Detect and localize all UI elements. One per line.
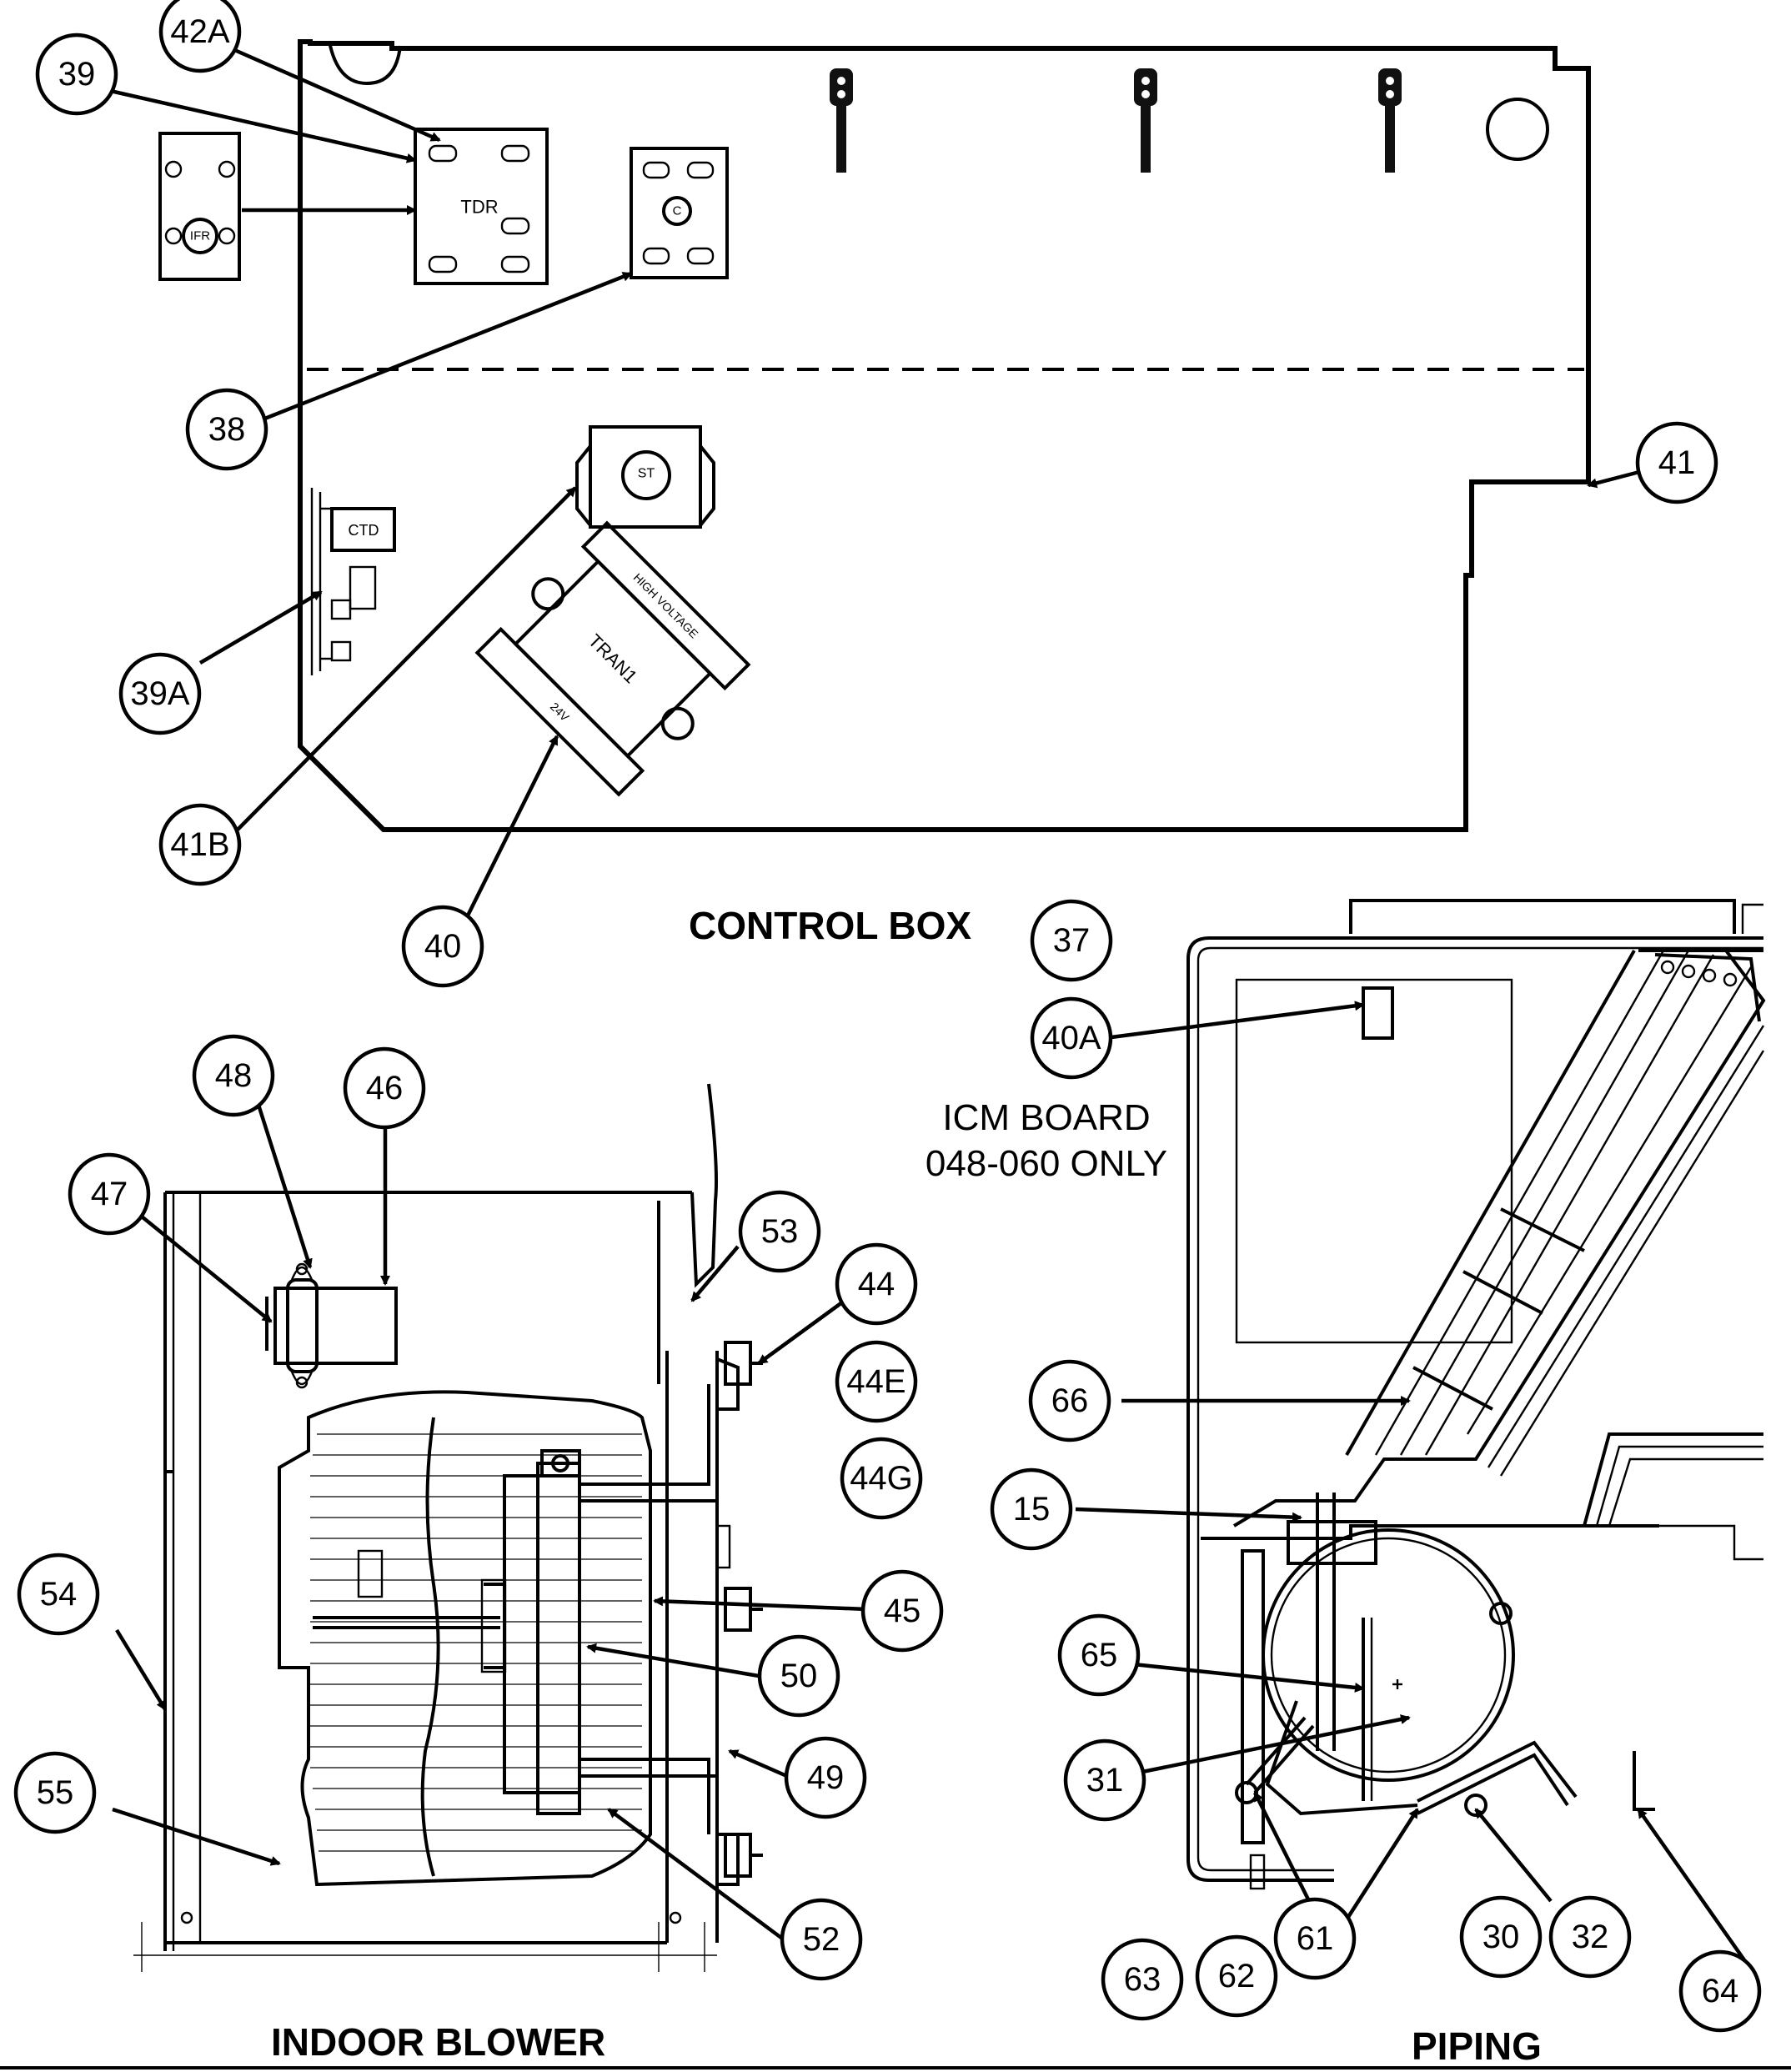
callout-54: 54 <box>17 1553 100 1636</box>
svg-text:37: 37 <box>1053 922 1091 959</box>
svg-text:30: 30 <box>1482 1919 1520 1955</box>
wire-tie-2 <box>1134 68 1157 173</box>
ifr-label: IFR <box>190 229 210 243</box>
callout-66: 66 <box>1028 1359 1111 1442</box>
callout-50: 50 <box>757 1634 840 1718</box>
callout-44: 44 <box>835 1242 918 1326</box>
callout-46: 46 <box>343 1046 426 1130</box>
svg-text:55: 55 <box>37 1774 74 1811</box>
callout-44E: 44E <box>835 1340 918 1423</box>
wheel-blades <box>310 1433 642 1852</box>
svg-text:66: 66 <box>1051 1382 1089 1419</box>
svg-text:53: 53 <box>761 1213 799 1250</box>
ifr-relay: IFR <box>158 132 241 281</box>
callout-42A: 42A <box>158 0 242 73</box>
callout-31: 31 <box>1063 1738 1146 1822</box>
svg-text:65: 65 <box>1081 1637 1118 1673</box>
evaporator-coil <box>1232 949 1766 1528</box>
svg-text:41B: 41B <box>170 826 229 863</box>
callout-40A: 40A <box>1030 996 1113 1080</box>
callout-63: 63 <box>1101 1938 1184 2021</box>
piping-leaders <box>1075 1001 1748 1965</box>
callout-64: 64 <box>1678 1949 1762 2033</box>
callout-45: 45 <box>860 1569 944 1653</box>
v24-label: 24V <box>548 700 572 724</box>
svg-text:44G: 44G <box>850 1460 913 1497</box>
svg-text:48: 48 <box>215 1057 253 1094</box>
callout-52: 52 <box>780 1898 863 1981</box>
callout-53: 53 <box>738 1190 821 1273</box>
icm-board-note-line1: ICM BOARD <box>942 1097 1150 1138</box>
callout-32: 32 <box>1548 1895 1632 1979</box>
tdr-relay: TDR <box>414 128 549 285</box>
piping-title: PIPING <box>1412 2024 1542 2068</box>
callout-15: 15 <box>990 1467 1073 1551</box>
svg-text:62: 62 <box>1218 1958 1256 1994</box>
ctd-device: CTD <box>310 488 396 675</box>
control-box-panel <box>298 39 1591 832</box>
contactor: C <box>630 147 729 279</box>
motor-mount-bolts <box>724 1341 763 1878</box>
svg-text:54: 54 <box>40 1576 78 1613</box>
wire-tie-1 <box>830 68 853 173</box>
callout-47: 47 <box>68 1152 151 1236</box>
callout-38: 38 <box>185 388 268 471</box>
callout-30: 30 <box>1459 1895 1543 1979</box>
callout-40: 40 <box>401 905 484 988</box>
control-box-title: CONTROL BOX <box>689 904 971 947</box>
svg-text:40: 40 <box>424 928 462 965</box>
svg-text:32: 32 <box>1572 1919 1609 1955</box>
callout-61: 61 <box>1273 1897 1357 1980</box>
start-thermistor: ST <box>575 425 715 529</box>
svg-text:49: 49 <box>807 1759 845 1796</box>
svg-text:52: 52 <box>803 1921 840 1958</box>
ctd-label: CTD <box>349 522 379 539</box>
tran1-label: TRAN1 <box>584 630 642 688</box>
compressor <box>1235 1493 1655 1890</box>
svg-text:47: 47 <box>91 1176 128 1212</box>
wire-tie-3 <box>1378 68 1402 173</box>
callout-65: 65 <box>1057 1613 1141 1697</box>
svg-text:31: 31 <box>1086 1762 1124 1799</box>
transformer: TRAN1 HIGH VOLTAGE 24V <box>474 520 751 797</box>
svg-text:64: 64 <box>1702 1973 1739 2009</box>
callout-39A: 39A <box>118 652 202 735</box>
blower-capacitor <box>265 1262 398 1389</box>
callout-44G: 44G <box>840 1437 923 1520</box>
svg-text:46: 46 <box>366 1070 404 1106</box>
blower-motor <box>480 1384 731 1834</box>
svg-text:61: 61 <box>1297 1920 1334 1957</box>
svg-text:50: 50 <box>780 1658 818 1694</box>
callout-41: 41 <box>1635 421 1718 504</box>
svg-text:38: 38 <box>208 411 246 448</box>
control-box-leaders <box>106 43 1643 919</box>
svg-text:44E: 44E <box>846 1363 906 1400</box>
svg-text:45: 45 <box>884 1593 921 1629</box>
callout-55: 55 <box>13 1751 97 1834</box>
callout-62: 62 <box>1195 1934 1278 2018</box>
svg-text:63: 63 <box>1124 1961 1161 1998</box>
c-label: C <box>673 204 682 218</box>
svg-text:15: 15 <box>1013 1491 1051 1528</box>
svg-text:39A: 39A <box>130 675 189 712</box>
callout-41B: 41B <box>158 803 242 886</box>
callout-48: 48 <box>192 1034 275 1117</box>
blower-leaders <box>112 1104 868 1944</box>
callout-49: 49 <box>784 1736 867 1819</box>
tdr-label: TDR <box>460 197 498 218</box>
svg-text:44: 44 <box>858 1266 896 1302</box>
callout-37: 37 <box>1030 899 1113 982</box>
icm-board-note-line2: 048-060 ONLY <box>926 1143 1167 1184</box>
svg-text:42A: 42A <box>170 13 229 50</box>
st-label: ST <box>638 467 655 481</box>
blower-wheel <box>278 1390 652 1887</box>
indoor-blower-title: INDOOR BLOWER <box>271 2020 605 2064</box>
svg-text:41: 41 <box>1658 444 1696 481</box>
svg-text:40A: 40A <box>1041 1020 1101 1056</box>
callout-39: 39 <box>35 33 118 116</box>
svg-text:39: 39 <box>58 56 96 93</box>
